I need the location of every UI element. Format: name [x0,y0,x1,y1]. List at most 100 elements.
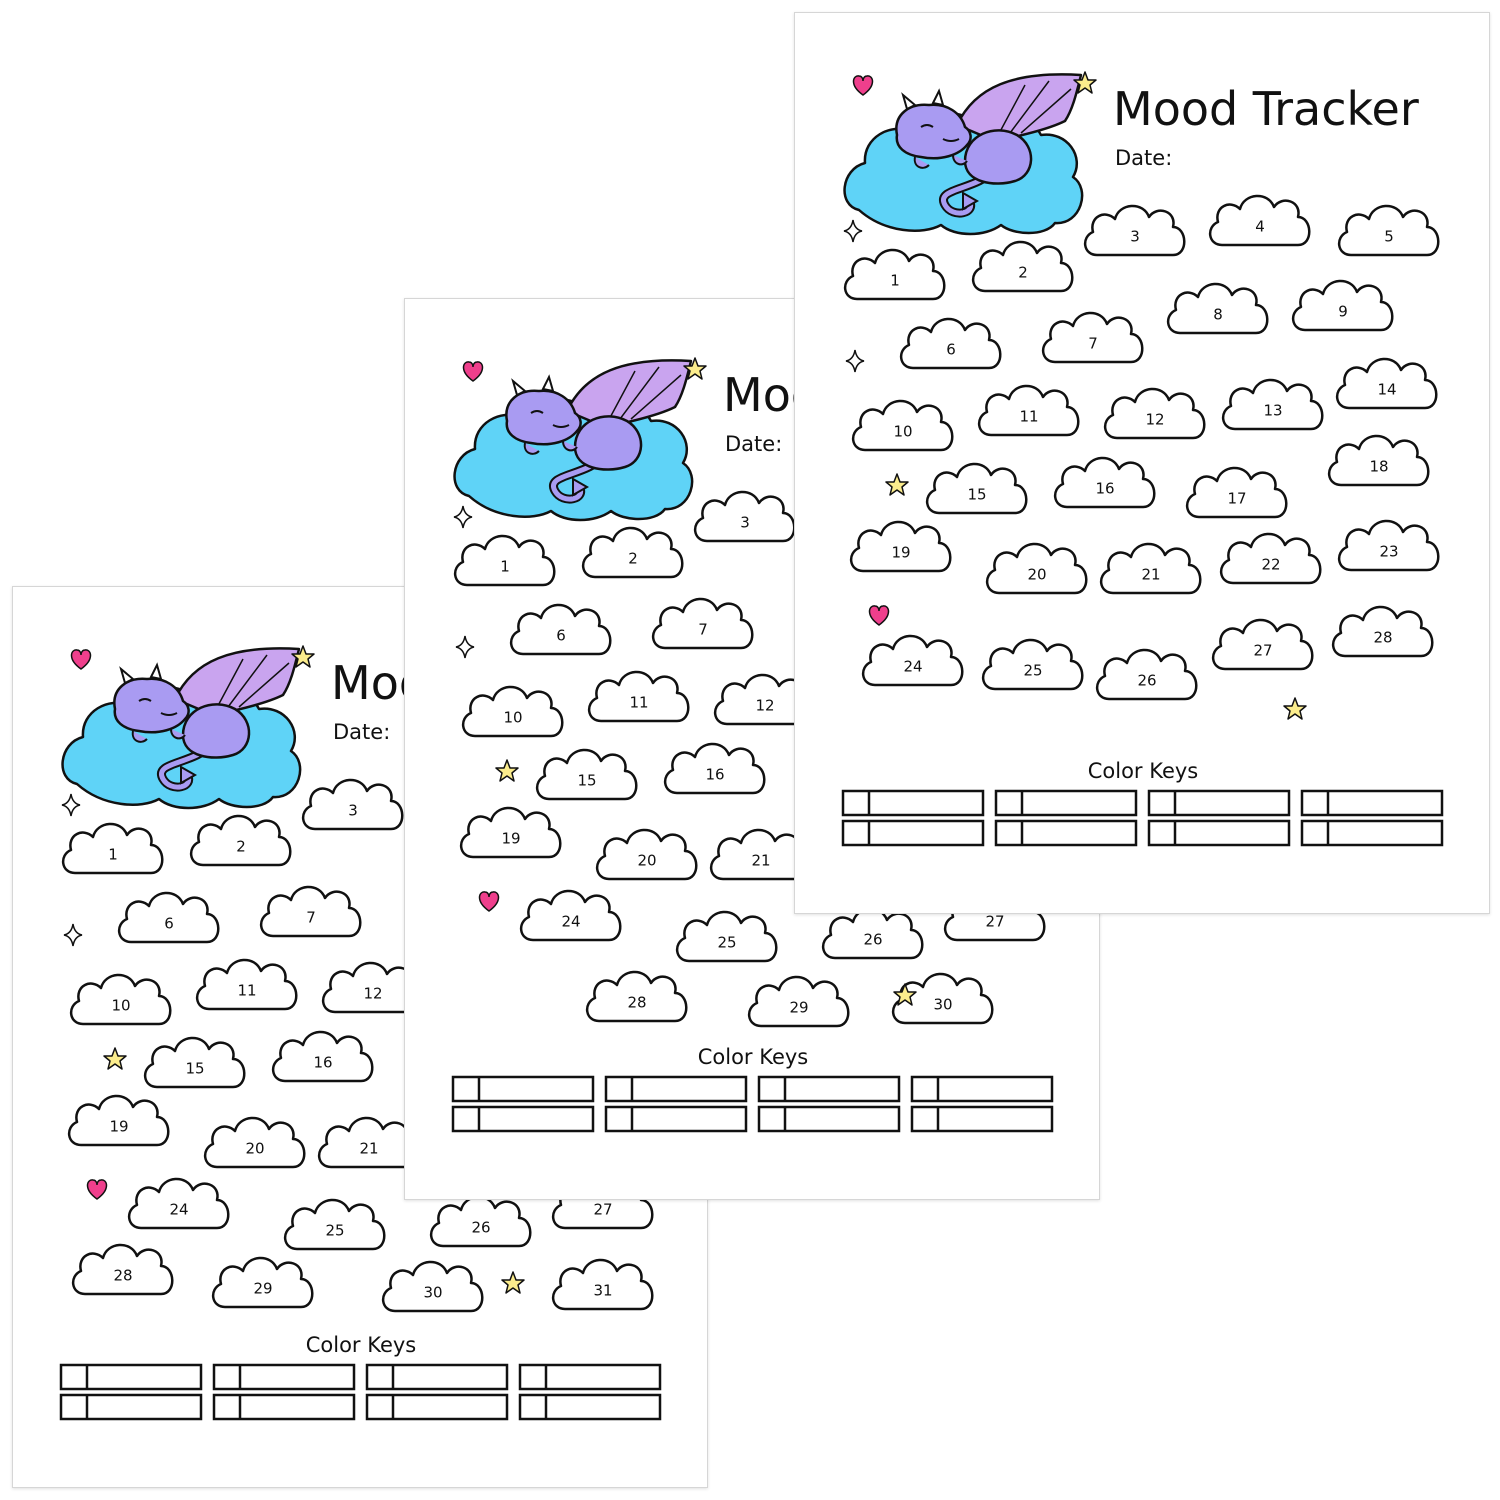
day-cloud[interactable]: 26 [822,907,924,960]
day-cloud[interactable]: 14 [1336,357,1438,410]
day-cloud[interactable]: 1 [454,534,556,587]
day-cloud[interactable]: 25 [982,638,1084,691]
cloud-icon [1096,648,1198,701]
cloud-icon [454,534,556,587]
day-cloud[interactable]: 28 [1332,605,1434,658]
day-cloud[interactable]: 26 [1096,648,1198,701]
day-number: 21 [359,1140,378,1158]
cloud-icon [460,806,562,859]
day-cloud[interactable]: 24 [862,634,964,687]
day-cloud[interactable]: 15 [536,748,638,801]
day-cloud[interactable]: 20 [986,542,1088,595]
day-cloud[interactable]: 23 [1338,519,1440,572]
cloud-icon [382,1260,484,1313]
day-cloud[interactable]: 20 [596,828,698,881]
day-cloud[interactable]: 26 [430,1195,532,1248]
day-cloud[interactable]: 10 [462,685,564,738]
sparkle-icon [455,635,475,659]
cloud-icon [1209,194,1311,247]
cloud-icon [844,248,946,301]
day-cloud[interactable]: 4 [1209,194,1311,247]
day-number: 1 [108,846,118,864]
day-number: 29 [789,999,808,1017]
cloud-icon [664,742,766,795]
day-cloud[interactable]: 29 [748,975,850,1028]
day-number: 3 [348,802,358,820]
day-number: 15 [185,1060,204,1078]
day-cloud[interactable]: 2 [190,814,292,867]
day-cloud[interactable]: 11 [196,958,298,1011]
day-number: 15 [577,772,596,790]
day-cloud[interactable]: 9 [1292,279,1394,332]
day-cloud[interactable]: 3 [694,490,796,543]
day-number: 27 [593,1201,612,1219]
day-cloud[interactable]: 3 [302,778,404,831]
day-cloud[interactable]: 20 [204,1116,306,1169]
day-cloud[interactable]: 15 [926,462,1028,515]
day-cloud[interactable]: 28 [72,1243,174,1296]
day-number: 31 [593,1282,612,1300]
day-cloud[interactable]: 2 [972,240,1074,293]
cloud-icon [128,1177,230,1230]
cloud-icon [850,520,952,573]
day-number: 27 [985,913,1004,931]
day-cloud[interactable]: 16 [1054,456,1156,509]
day-cloud[interactable]: 30 [382,1260,484,1313]
day-cloud[interactable]: 24 [520,889,622,942]
day-number: 29 [253,1280,272,1298]
day-number: 8 [1213,306,1223,324]
day-cloud[interactable]: 2 [582,526,684,579]
day-cloud[interactable]: 12 [1104,387,1206,440]
color-key-box [910,1105,1054,1133]
day-cloud[interactable]: 8 [1167,282,1269,335]
day-cloud[interactable]: 15 [144,1036,246,1089]
day-cloud[interactable]: 11 [978,384,1080,437]
cloud-icon [68,1094,170,1147]
sparkle-icon [845,349,865,373]
color-key-box [451,1075,595,1103]
day-cloud[interactable]: 6 [510,603,612,656]
day-cloud[interactable]: 11 [588,670,690,723]
day-cloud[interactable]: 3 [1084,204,1186,257]
day-cloud[interactable]: 7 [260,885,362,938]
day-cloud[interactable]: 6 [900,317,1002,370]
day-cloud[interactable]: 19 [68,1094,170,1147]
day-cloud[interactable]: 16 [664,742,766,795]
dragon-illustration [453,359,694,522]
day-cloud[interactable]: 7 [652,597,754,650]
day-cloud[interactable]: 24 [128,1177,230,1230]
day-cloud[interactable]: 7 [1042,311,1144,364]
cloud-icon [196,958,298,1011]
day-cloud[interactable]: 21 [1100,542,1202,595]
sparkle-icon [453,505,473,529]
day-cloud[interactable]: 27 [1212,618,1314,671]
day-cloud[interactable]: 17 [1186,466,1288,519]
day-cloud[interactable]: 22 [1220,532,1322,585]
day-cloud[interactable]: 29 [212,1256,314,1309]
day-number: 25 [717,934,736,952]
day-cloud[interactable]: 12 [714,673,816,726]
day-cloud[interactable]: 19 [460,806,562,859]
day-cloud[interactable]: 18 [1328,434,1430,487]
day-cloud[interactable]: 25 [284,1198,386,1251]
day-cloud[interactable]: 6 [118,891,220,944]
day-cloud[interactable]: 5 [1338,204,1440,257]
star-icon [1283,697,1307,720]
sheet-artwork: Mood Tracker Date: 123671011121516192021… [59,645,662,1421]
day-cloud[interactable]: 31 [552,1258,654,1311]
cloud-icon [260,885,362,938]
day-cloud[interactable]: 10 [70,973,172,1026]
day-cloud[interactable]: 25 [676,910,778,963]
cloud-icon [72,1243,174,1296]
day-cloud[interactable]: 13 [1222,378,1324,431]
day-cloud[interactable]: 16 [272,1030,374,1083]
day-cloud[interactable]: 10 [852,399,954,452]
day-cloud[interactable]: 1 [62,822,164,875]
color-key-box [59,1393,203,1421]
heart-icon [462,361,484,382]
day-cloud[interactable]: 28 [586,970,688,1023]
color-key-box [1147,819,1291,847]
day-cloud[interactable]: 19 [850,520,952,573]
day-cloud[interactable]: 1 [844,248,946,301]
day-number: 26 [863,931,882,949]
